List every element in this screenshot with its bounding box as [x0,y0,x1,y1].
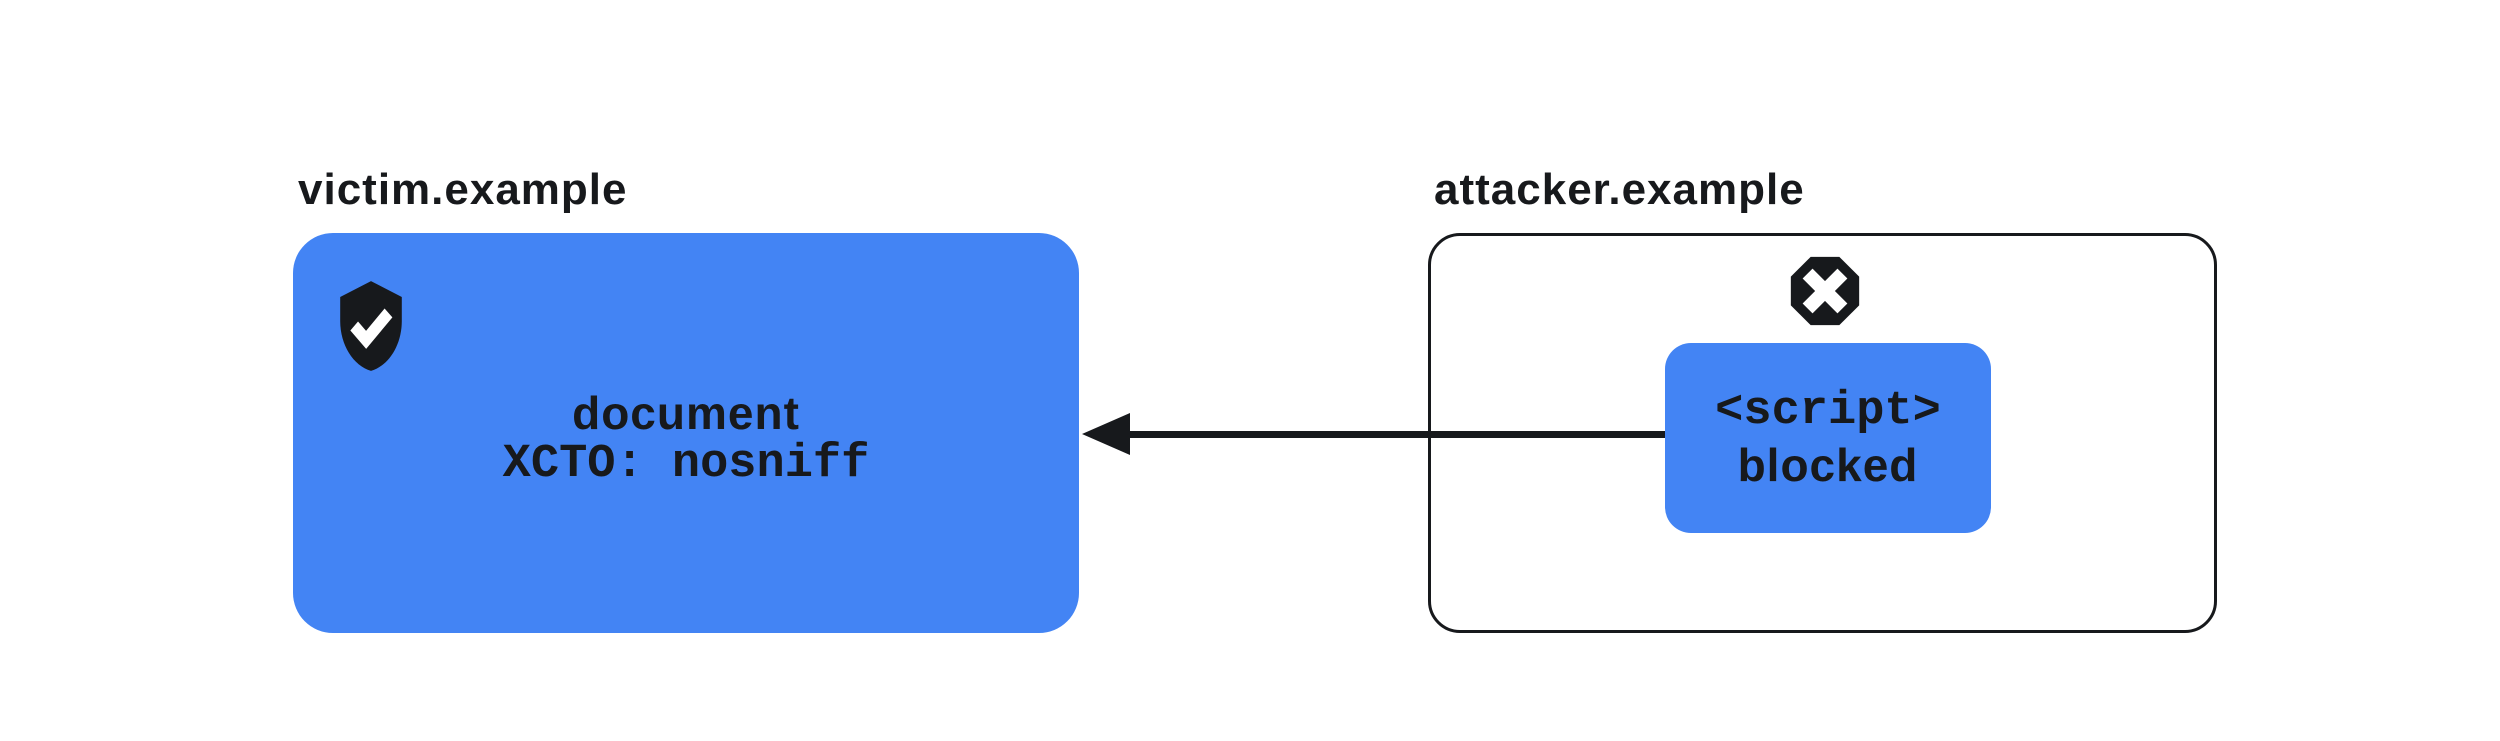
blocked-text: blocked [1737,439,1919,491]
xcto-nosniff-text: XCTO: nosniff [502,438,870,491]
script-blocked-box: <script> blocked [1665,343,1991,533]
shield-check-icon [340,281,402,371]
attacker-domain-label: attacker.example [1434,165,1805,214]
script-tag-text: <script> [1715,385,1941,438]
victim-domain-label: victim.example [298,165,628,214]
document-text: document [572,387,800,439]
response-arrow-line [1122,431,1665,438]
victim-document-box: document XCTO: nosniff [293,233,1079,633]
victim-box-text: document XCTO: nosniff [293,388,1079,492]
response-arrow-head [1082,413,1130,455]
attacker-origin-box: <script> blocked [1428,233,2217,633]
octagon-x-icon [1790,256,1860,326]
